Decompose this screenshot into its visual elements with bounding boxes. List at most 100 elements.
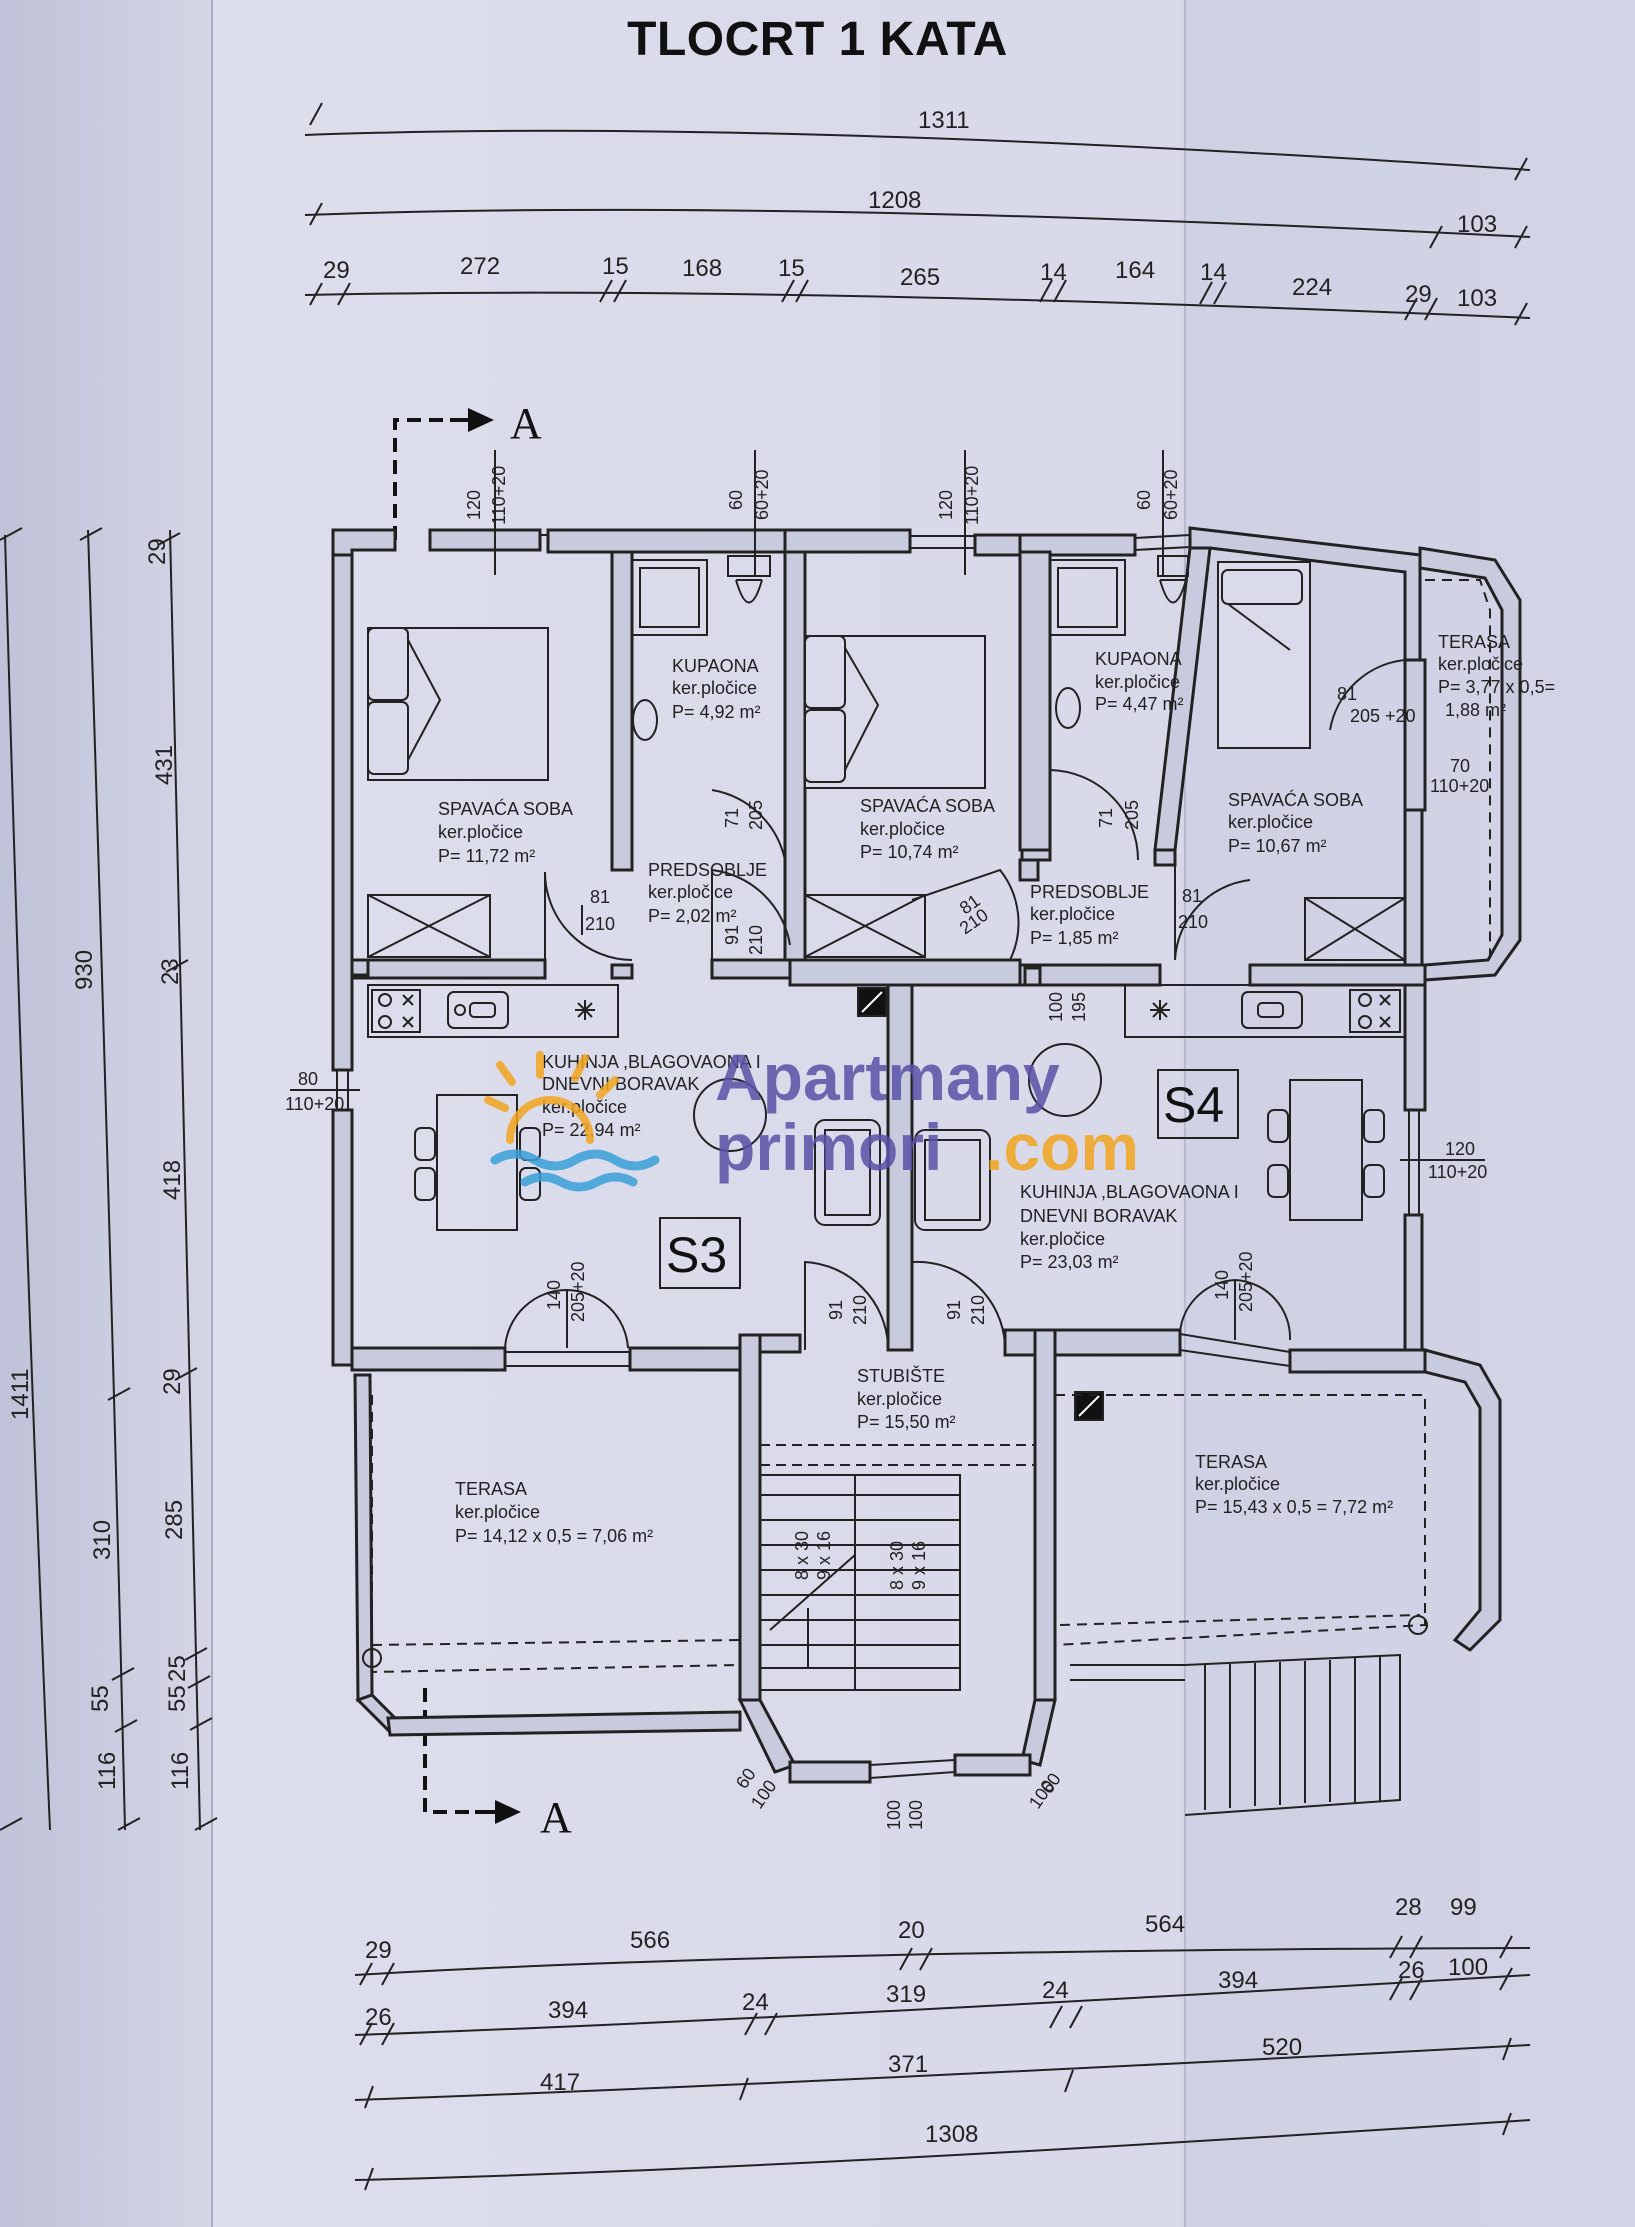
drain-marker	[362, 1648, 382, 1668]
svg-text:P= 3,77 x 0,5=: P= 3,77 x 0,5=	[1438, 677, 1555, 697]
bathroom-fixtures	[631, 555, 1189, 741]
svg-text:P= 15,50 m²: P= 15,50 m²	[857, 1412, 956, 1432]
dim-top-seg: 164	[1115, 257, 1155, 284]
room-label-hallway-2: PREDSOBLJE ker.pločice P= 1,85 m²	[1030, 882, 1149, 948]
room-label-bedroom-1: SPAVAĆA SOBA ker.pločice P= 11,72 m²	[438, 798, 573, 866]
svg-text:P= 11,72 m²: P= 11,72 m²	[438, 846, 535, 866]
dim-stair: 9 x 16	[814, 1531, 834, 1580]
sun-icon	[484, 1051, 619, 1144]
section-label-bottom: A	[540, 1793, 572, 1842]
svg-text:ker.pločice: ker.pločice	[438, 822, 523, 842]
dim-top-seg: 29	[1405, 281, 1432, 308]
dim-opening: 60	[1134, 490, 1154, 510]
svg-text:ker.pločice: ker.pločice	[1020, 1229, 1105, 1249]
dim-opening: 110+20	[962, 466, 982, 525]
svg-text:P= 10,74 m²: P= 10,74 m²	[860, 842, 959, 862]
dim-left-inner: 285	[161, 1500, 188, 1540]
dim-left-inner: 55	[164, 1685, 191, 1712]
svg-text:P= 23,03 m²: P= 23,03 m²	[1020, 1252, 1119, 1272]
dim-bottom-seg: 29	[365, 1937, 392, 1964]
dim-opening: 60	[726, 490, 746, 510]
dim-left-mid: 310	[89, 1520, 116, 1560]
dim-opening: 120	[936, 490, 956, 520]
dim-top-total: 1311	[918, 107, 970, 134]
svg-text:ker.pločice: ker.pločice	[1095, 672, 1180, 692]
dim-bottom-seg: 520	[1262, 2034, 1302, 2061]
dim-opening: 210	[746, 925, 766, 955]
dim-opening: 210	[968, 1295, 988, 1325]
svg-text:KUHINJA ,BLAGOVAONA I: KUHINJA ,BLAGOVAONA I	[542, 1052, 761, 1072]
watermark-text-main: Apartmany	[715, 1040, 1060, 1114]
dim-bottom-seg: 394	[548, 1997, 588, 2024]
room-label-bathroom-2: KUPAONA ker.pločice P= 4,47 m²	[1095, 649, 1184, 714]
dim-top-seg: 15	[778, 255, 805, 282]
dim-opening: 110+20	[1428, 1162, 1487, 1182]
wave-icon	[490, 1149, 660, 1192]
svg-text:STUBIŠTE: STUBIŠTE	[857, 1365, 945, 1386]
dim-top-seg: 272	[460, 253, 500, 280]
svg-text:P= 4,47 m²: P= 4,47 m²	[1095, 694, 1184, 714]
dim-opening: 205	[1122, 800, 1142, 830]
svg-text:TERASA: TERASA	[1195, 1452, 1267, 1472]
dim-bottom-seg: 24	[742, 1989, 769, 2016]
dim-opening: 195	[1069, 992, 1089, 1022]
svg-text:TERASA: TERASA	[1438, 632, 1510, 652]
svg-text:ker.pločice: ker.pločice	[672, 678, 757, 698]
svg-text:ker.pločice: ker.pločice	[648, 882, 733, 902]
section-label-top: A	[510, 399, 542, 448]
svg-text:PREDSOBLJE: PREDSOBLJE	[1030, 882, 1149, 902]
svg-text:P= 10,67 m²: P= 10,67 m²	[1228, 836, 1327, 856]
dim-left-inner: 431	[151, 745, 178, 785]
svg-text:ker.pločice: ker.pločice	[1195, 1474, 1280, 1494]
dim-left-inner: 25	[164, 1655, 191, 1682]
room-label-bedroom-2: SPAVAĆA SOBA ker.pločice P= 10,74 m²	[860, 795, 995, 862]
drain-marker	[1408, 1615, 1428, 1635]
dim-top-seg: 14	[1200, 259, 1227, 286]
dim-opening: 140	[1212, 1270, 1232, 1300]
dim-top-seg: 15	[602, 253, 629, 280]
section-arrow-bottom	[495, 1800, 521, 1824]
svg-text:DNEVNI BORAVAK: DNEVNI BORAVAK	[1020, 1206, 1177, 1226]
dim-opening: 100	[1046, 992, 1066, 1022]
dim-stair: 8 x 30	[792, 1531, 812, 1580]
dim-opening: 91	[944, 1300, 964, 1320]
dim-top-row2b: 103	[1457, 211, 1497, 238]
svg-text:PREDSOBLJE: PREDSOBLJE	[648, 860, 767, 880]
svg-text:SPAVAĆA SOBA: SPAVAĆA SOBA	[1228, 789, 1363, 810]
svg-text:ker.pločice: ker.pločice	[857, 1389, 942, 1409]
dim-left-inner: 29	[159, 1368, 186, 1395]
svg-text:ker.pločice: ker.pločice	[455, 1502, 540, 1522]
dim-opening: 60+20	[752, 469, 772, 520]
walls	[331, 526, 1522, 1784]
plan-title: TLOCRT 1 KATA	[627, 13, 1008, 66]
dim-bottom-seg: 28	[1395, 1894, 1422, 1921]
svg-text:P= 1,85 m²: P= 1,85 m²	[1030, 928, 1119, 948]
kitchen-fixtures-s3	[367, 984, 887, 1231]
apartment-box-s3	[659, 1217, 741, 1289]
dim-bottom-seg: 319	[886, 1981, 926, 2008]
dim-bottom-seg: 100	[1448, 1954, 1488, 1981]
dim-left-inner: 23	[157, 958, 184, 985]
section-arrow-top	[468, 408, 494, 432]
dim-left-inner: 29	[144, 538, 171, 565]
section-line-bottom	[423, 1688, 495, 1814]
watermark-text-sub: primori	[715, 1110, 942, 1184]
dim-opening: 205 +20	[1350, 706, 1416, 726]
dim-top-seg: 14	[1040, 259, 1067, 286]
svg-text:ker.pločice: ker.pločice	[1438, 654, 1523, 674]
room-label-terrace-small: TERASA ker.pločice P= 3,77 x 0,5= 1,88 m…	[1438, 632, 1555, 720]
dim-opening: 110+20	[489, 466, 509, 525]
dim-top-seg: 168	[682, 255, 722, 282]
room-label-living-s4: KUHINJA ,BLAGOVAONA I DNEVNI BORAVAK ker…	[1020, 1182, 1239, 1272]
dim-top-row2: 1208	[868, 187, 921, 214]
dim-opening: 205+20	[1236, 1251, 1256, 1312]
svg-text:ker.pločice: ker.pločice	[1228, 812, 1313, 832]
svg-text:TERASA: TERASA	[455, 1479, 527, 1499]
bottom-dimension-lines	[354, 1935, 1531, 2191]
dim-left-total: 1411	[7, 1368, 34, 1420]
watermark-text-suffix: .com	[985, 1110, 1139, 1184]
dim-opening: 81	[1182, 886, 1202, 906]
dim-opening: 71	[1096, 808, 1116, 828]
dim-opening: 210	[585, 914, 615, 934]
